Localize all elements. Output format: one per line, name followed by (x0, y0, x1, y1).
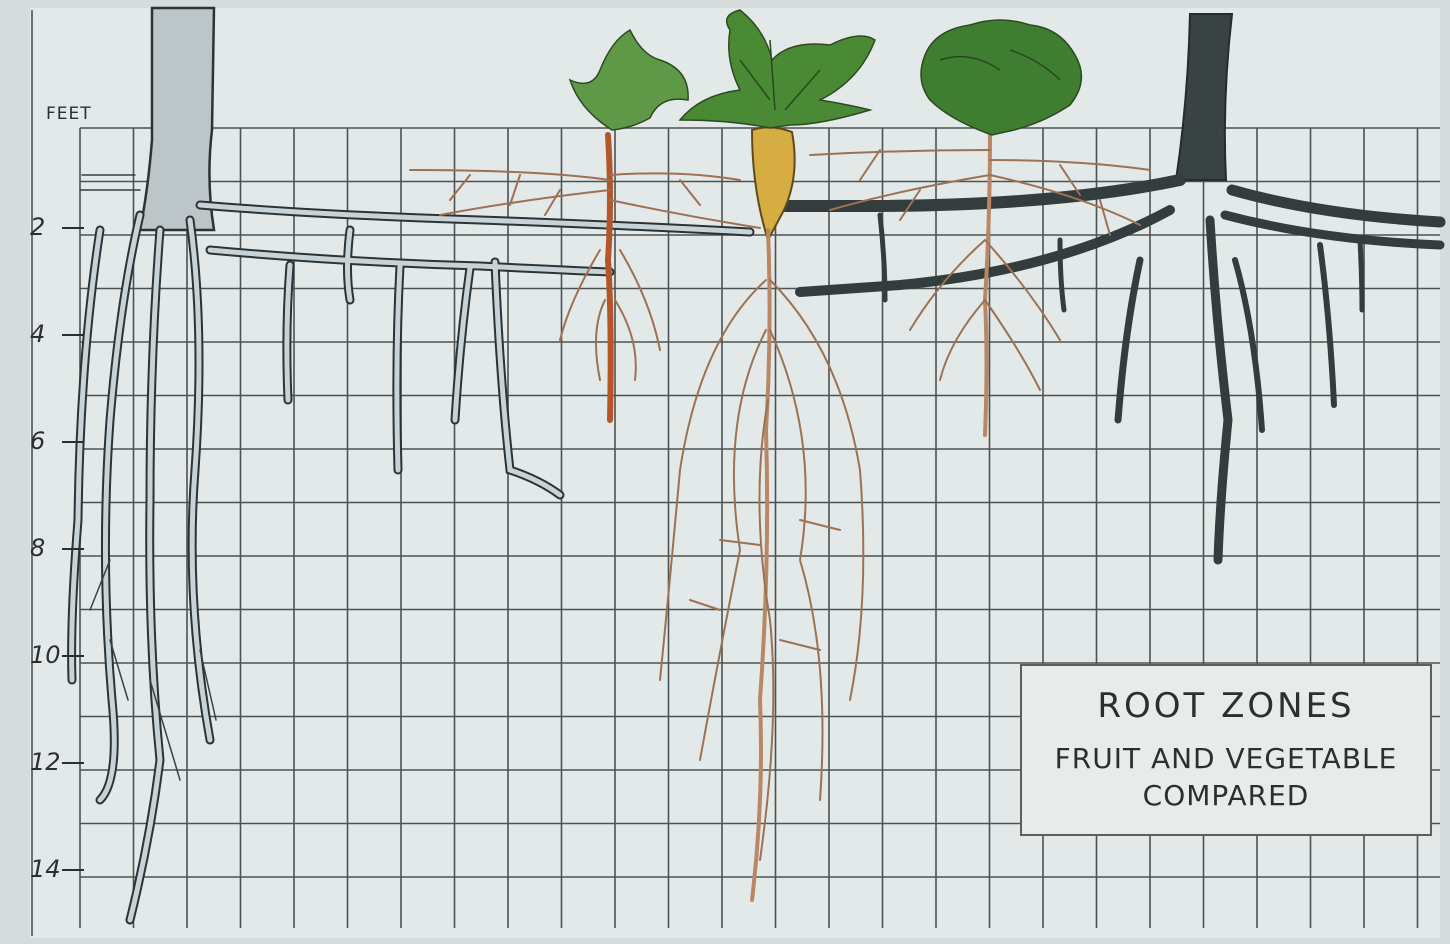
axis-unit-label: FEET (46, 104, 92, 124)
depth-tick-label: 2 (30, 213, 70, 241)
depth-tick-label: 4 (30, 320, 70, 348)
depth-tick-label: 12 (30, 748, 70, 776)
depth-tick-label: 8 (30, 534, 70, 562)
depth-tick-label: 14 (30, 855, 70, 883)
title-line-2: FRUIT AND VEGETABLE (1022, 742, 1430, 775)
depth-tick-label: 10 (30, 641, 70, 669)
title-line-3: COMPARED (1022, 779, 1430, 812)
title-box: ROOT ZONES FRUIT AND VEGETABLE COMPARED (1020, 664, 1432, 836)
depth-tick-label: 6 (30, 427, 70, 455)
title-line-1: ROOT ZONES (1022, 686, 1430, 726)
